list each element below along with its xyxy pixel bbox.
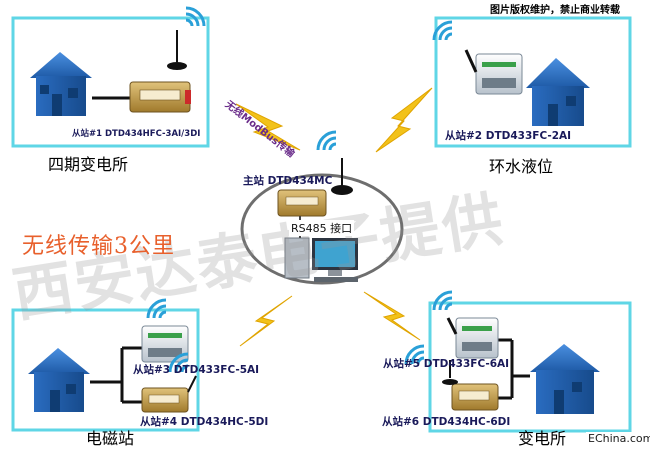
device-dtd434mc-master: [277, 189, 327, 217]
master-label: 主站 DTD434MC: [243, 175, 333, 187]
lightning-top-right: [375, 87, 433, 153]
house-bottom-right: [530, 344, 600, 414]
device-br: [451, 383, 499, 411]
slave-label-5: 从站#5 DTD433FC-6AI: [383, 358, 510, 370]
slave-label-1: 从站#1 DTD434HFC-3AI/3DI: [72, 129, 201, 139]
signal-icon-master: [316, 130, 337, 151]
bus-bl: [90, 346, 142, 404]
module-bl: [141, 325, 189, 363]
slave-label-2: 从站#2 DTD433FC-2AI: [445, 130, 572, 142]
copyright-notice: 图片版权维护，禁止商业转载: [490, 5, 620, 16]
frame-bottom-right: [428, 301, 632, 433]
antenna-tl: [167, 30, 187, 70]
house-bottom-left: [28, 348, 90, 412]
bus-br: [498, 338, 530, 400]
headline-range: 无线传输3公里: [22, 234, 175, 259]
signal-icon-br-a: [432, 290, 453, 311]
signal-icon-tl: [185, 6, 206, 27]
signal-icon-bl-b: [168, 352, 189, 373]
slave-label-4: 从站#4 DTD434HC-5DI: [140, 416, 269, 428]
frame-top-right: [434, 16, 632, 148]
site-name-bottom-right: 变电所: [518, 429, 567, 448]
antenna-master: [331, 158, 353, 195]
house-top-right: [526, 58, 590, 126]
house-top-left: [30, 52, 92, 116]
device-dtd434hfc-tl: [129, 81, 191, 113]
lightning-bottom-right: [363, 291, 421, 341]
frame-top-left: [11, 16, 210, 148]
signal-icon-tr: [432, 20, 453, 41]
slave-label-3: 从站#3 DTD433FC-5AI: [133, 364, 260, 376]
pc-computer: [284, 237, 358, 282]
frame-bottom-left: [11, 308, 200, 432]
signal-icon-br-b: [404, 344, 425, 365]
signal-icon-bl-a: [146, 298, 167, 319]
slave-label-6: 从站#6 DTD434HC-6DI: [382, 416, 511, 428]
site-name-top-right: 环水液位: [489, 157, 554, 176]
lightning-top-left: [235, 103, 301, 151]
site-name-bottom-left: 电磁站: [86, 429, 135, 448]
module-tr: [464, 49, 523, 95]
rs485-port-label: RS485 接口: [289, 220, 355, 236]
module-br: [446, 317, 499, 359]
site-name-top-left: 四期变电所: [48, 155, 129, 174]
antenna-br: [442, 360, 458, 385]
source-badge: EChina.com: [586, 432, 650, 445]
lightning-bottom-left: [239, 295, 293, 347]
device-bl: [141, 375, 197, 413]
